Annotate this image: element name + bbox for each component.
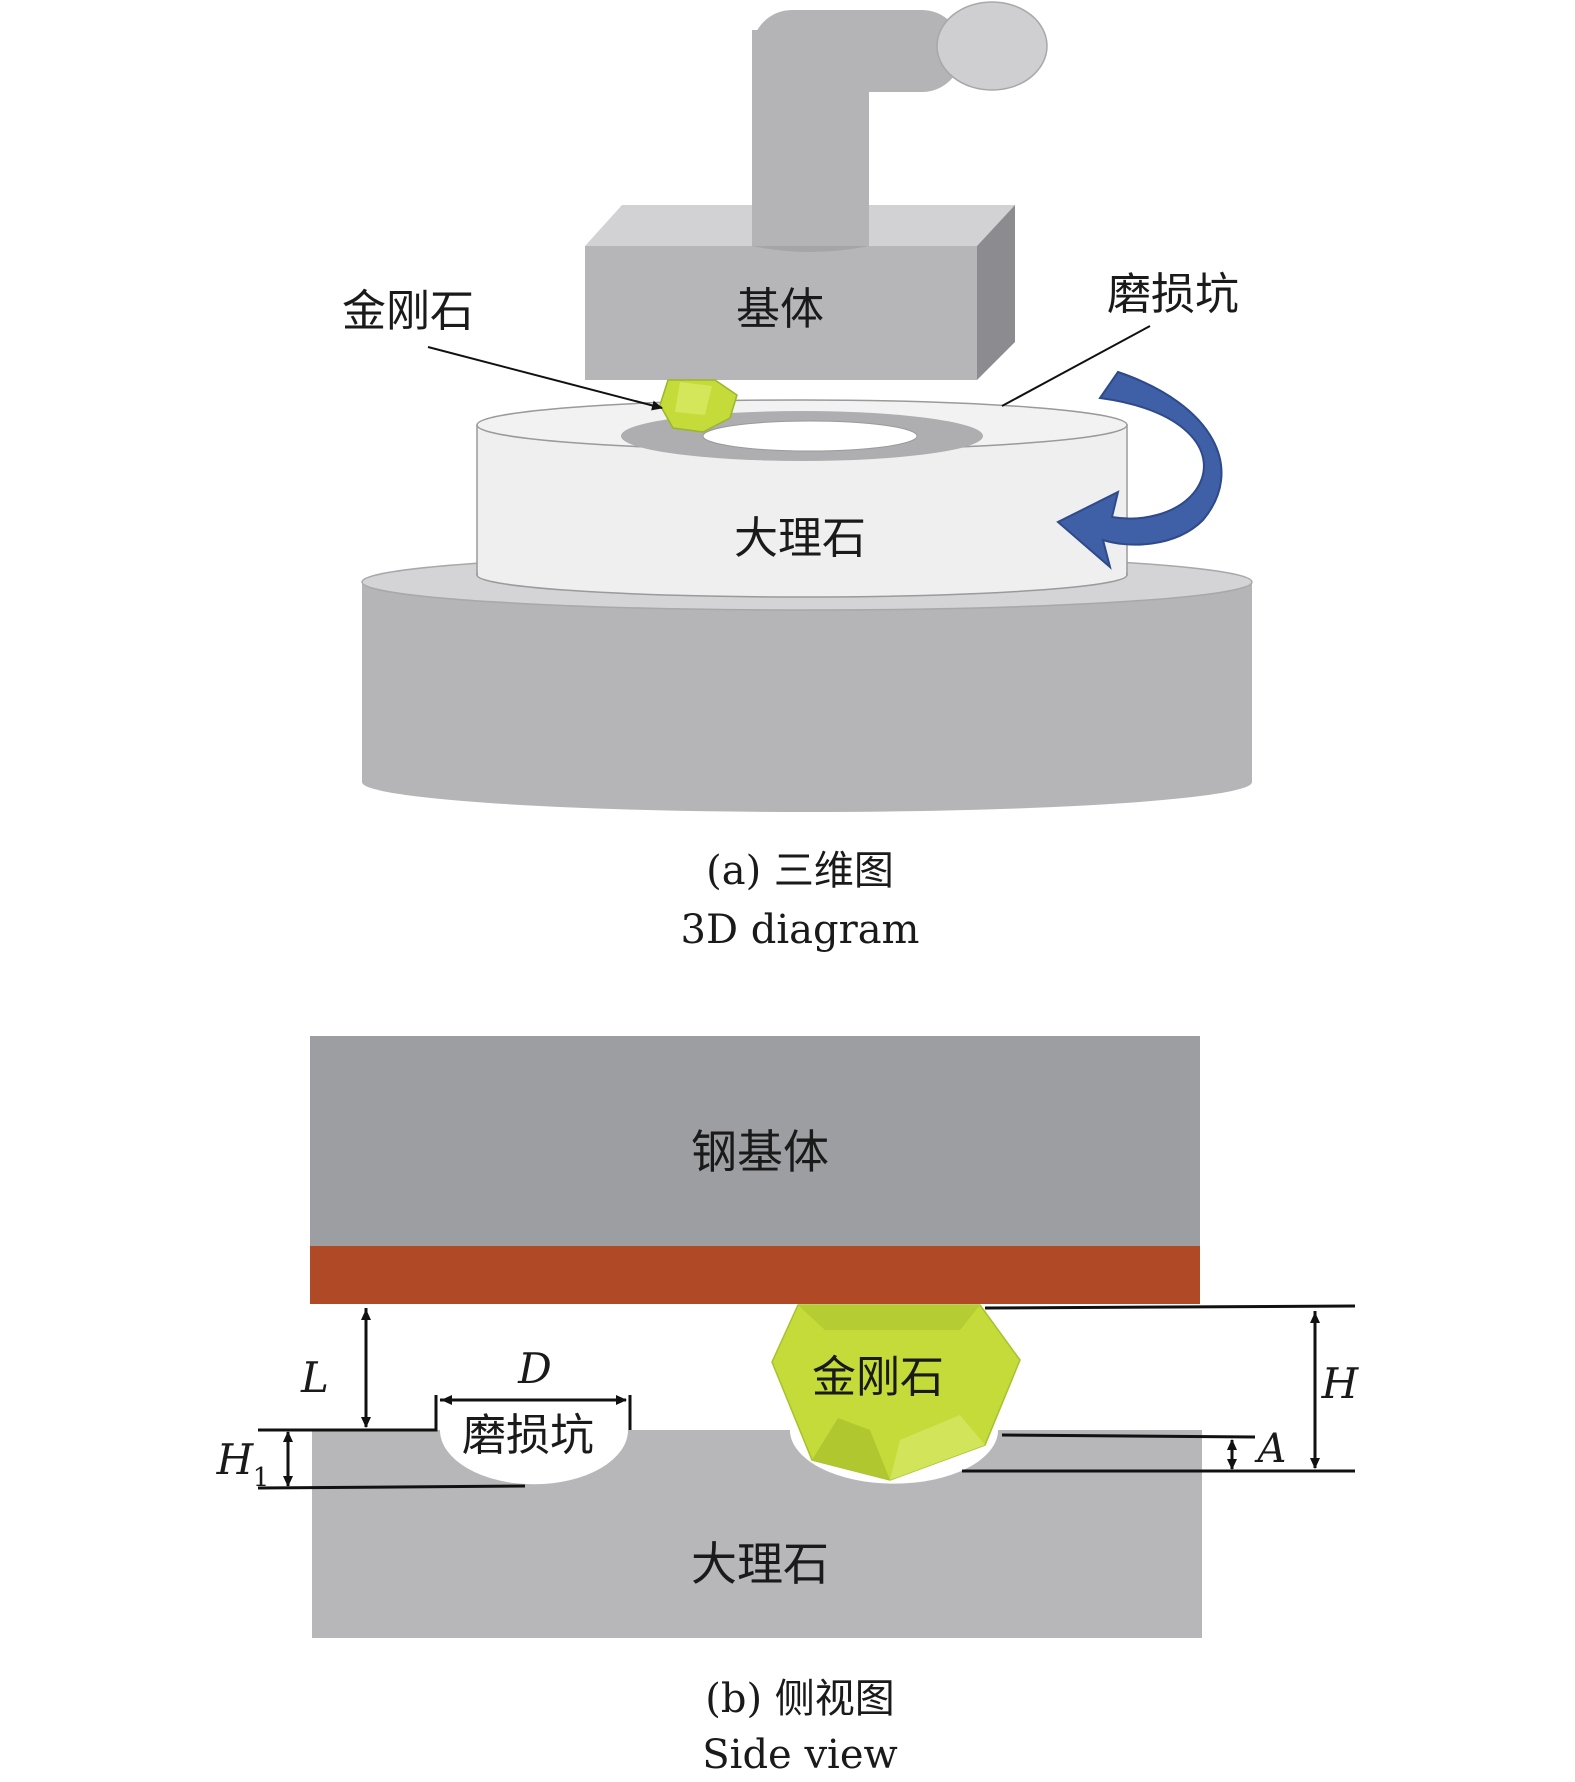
wear-pit-outline — [440, 1430, 628, 1482]
arm-end-cap — [936, 1, 1048, 91]
dim-label-L: L — [300, 1353, 329, 1402]
diamond-particle-3d — [659, 379, 738, 433]
steel-substrate — [310, 1036, 1200, 1246]
holder-arm — [752, 1, 1048, 252]
caption-a-en: 3D diagram — [681, 907, 920, 953]
rotation-arrow — [1056, 370, 1223, 570]
panel-a-3d-diagram: 基体 金刚石 磨损坑 大理石 (a) 三维图 3D diagram — [342, 1, 1253, 953]
label-diamond-3d: 金刚石 — [342, 286, 474, 337]
panel-b-side-view: 钢基体 金刚石 磨损坑 大理石 L D H A H 1 (b) 侧视图 Side… — [216, 1036, 1360, 1778]
dim-label-H1: H — [216, 1435, 255, 1484]
dimension-lines — [257, 1304, 1356, 1490]
label-wear-pit-3d: 磨损坑 — [1107, 269, 1239, 320]
diamond-leader-line — [427, 346, 663, 411]
dim-label-H1-subscript: 1 — [253, 1463, 270, 1493]
dim-label-A: A — [1254, 1426, 1287, 1472]
dim-label-D: D — [517, 1344, 552, 1393]
caption-b-cn: (b) 侧视图 — [705, 1676, 895, 1722]
caption-a-cn: (a) 三维图 — [706, 848, 894, 894]
label-marble-side: 大理石 — [691, 1537, 829, 1591]
wear-pit-leader-line — [1001, 325, 1151, 407]
diamond-particle-side — [771, 1304, 1021, 1481]
caption-b-en: Side view — [702, 1732, 898, 1778]
marble-block-side — [312, 1430, 1202, 1638]
marble-cylinder — [476, 399, 1128, 598]
dim-label-H: H — [1321, 1359, 1360, 1408]
label-marble-3d: 大理石 — [734, 513, 866, 564]
label-wear-pit-side: 磨损坑 — [462, 1410, 594, 1461]
label-steel-substrate: 钢基体 — [691, 1125, 829, 1179]
bond-layer — [310, 1246, 1200, 1304]
label-substrate-3d: 基体 — [736, 284, 824, 335]
label-diamond-side: 金刚石 — [812, 1352, 944, 1403]
